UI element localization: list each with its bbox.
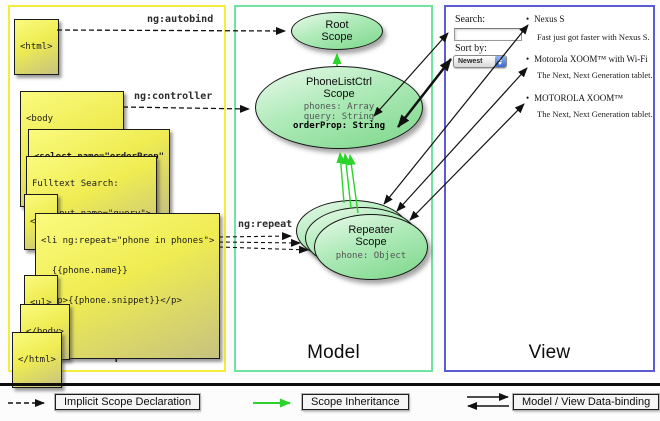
phone-item-desc: The Next, Next Generation tablet. bbox=[537, 109, 653, 119]
root-scope-ellipse: Root Scope bbox=[291, 12, 383, 50]
search-label: Search: bbox=[455, 14, 485, 25]
legend-implicit-scope-declaration: Implicit Scope Declaration bbox=[55, 394, 201, 410]
model-panel-title: Model bbox=[307, 342, 360, 363]
bullet-icon: • bbox=[526, 93, 530, 103]
bullet-icon: • bbox=[526, 14, 530, 24]
phone-item-title: •MOTOROLA XOOM™ bbox=[526, 93, 624, 103]
model-panel: Model bbox=[234, 5, 433, 372]
phone-item-desc: The Next, Next Generation tablet. bbox=[537, 70, 653, 80]
view-panel-title: View bbox=[528, 342, 571, 363]
ng-repeat-label: ng:repeat bbox=[238, 219, 293, 230]
sort-dropdown-value: Newest bbox=[458, 58, 483, 65]
sort-dropdown[interactable]: Newest bbox=[453, 55, 507, 68]
ng-controller-label: ng:controller bbox=[134, 91, 213, 102]
bullet-icon: • bbox=[526, 54, 530, 64]
legend-separator-line bbox=[0, 383, 660, 386]
code-box-html-open: <html> bbox=[14, 19, 59, 75]
repeater-scope-ellipse-front: Repeater Scope phone: Object bbox=[314, 214, 428, 280]
phone-item-title: •Motorola XOOM™ with Wi-Fi bbox=[526, 54, 648, 64]
sort-by-label: Sort by: bbox=[455, 43, 487, 54]
legend-model-view-data-binding: Model / View Data-binding bbox=[513, 394, 660, 410]
phone-item-title: •Nexus S bbox=[526, 14, 565, 24]
search-input[interactable] bbox=[454, 28, 522, 41]
code-box-html-close: </html> bbox=[12, 332, 62, 388]
phone-item-desc: Fast just got faster with Nexus S. bbox=[537, 32, 650, 42]
phonelistctrl-scope-ellipse: PhoneListCtrl Scope phones: Array query:… bbox=[255, 66, 423, 149]
dropdown-stepper-icon bbox=[494, 56, 506, 67]
ng-autobind-label: ng:autobind bbox=[147, 14, 214, 25]
legend-scope-inheritance: Scope Inheritance bbox=[302, 394, 409, 410]
